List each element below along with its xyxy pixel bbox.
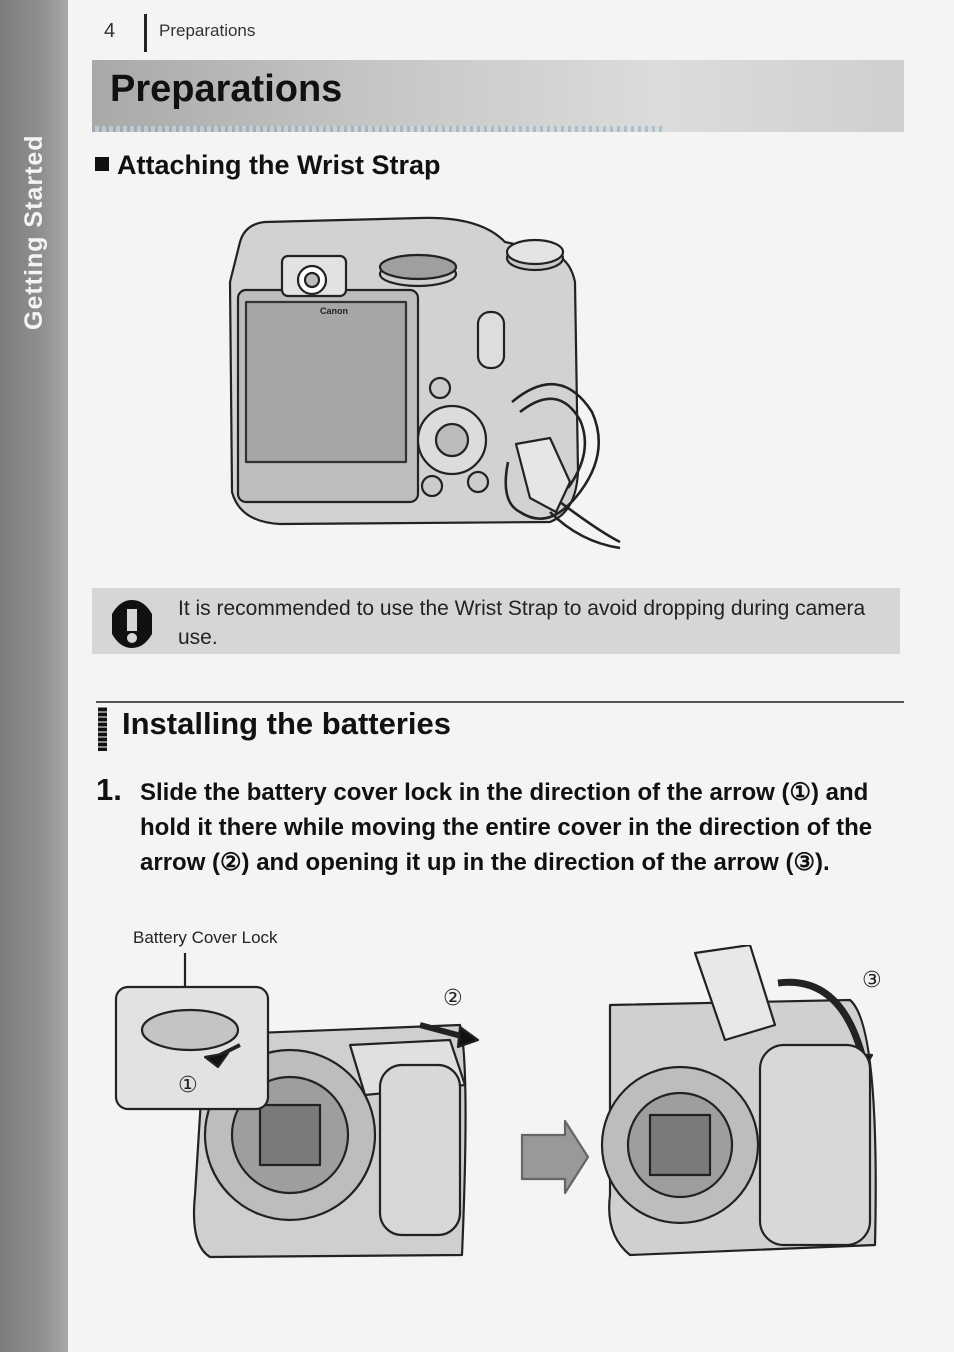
page-title: Preparations <box>110 68 343 110</box>
camera-strap-illustration: Canon <box>228 216 621 550</box>
battery-cover-lock-label: Battery Cover Lock <box>133 928 278 947</box>
square-bullet-icon <box>95 157 109 171</box>
arrow-marker-3: ③ <box>862 968 882 993</box>
battery-cover-illustration <box>114 945 877 1259</box>
subsection-heading: Installing the batteries <box>122 706 452 741</box>
step-number: 1. <box>96 772 122 807</box>
running-divider <box>144 14 147 52</box>
caution-text: It is recommended to use the Wrist Strap… <box>178 597 866 649</box>
caution-icon <box>112 600 152 648</box>
step-text: Slide the battery cover lock in the dire… <box>140 779 873 876</box>
caution-box: It is recommended to use the Wrist Strap… <box>92 588 900 654</box>
section-heading: Attaching the Wrist Strap <box>95 150 441 181</box>
page-number: 4 <box>104 20 116 42</box>
side-tab: Getting Started <box>0 0 68 1352</box>
title-bar: Preparations <box>92 60 904 132</box>
running-title: Preparations <box>159 21 256 40</box>
subsection-marker <box>98 707 107 751</box>
subsection-rule <box>96 701 904 703</box>
side-tab-label: Getting Started <box>20 134 48 330</box>
arrow-marker-2: ② <box>443 986 463 1011</box>
arrow-marker-1: ① <box>178 1073 198 1098</box>
section-heading-text: Attaching the Wrist Strap <box>117 150 441 180</box>
camera-brand: Canon <box>320 306 348 316</box>
